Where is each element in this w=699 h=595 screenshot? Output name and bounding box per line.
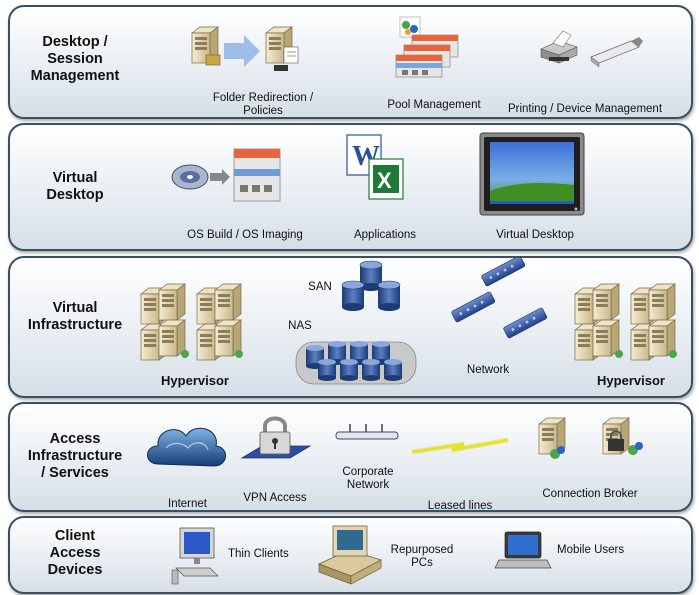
pool-management-windows-icon xyxy=(395,16,459,78)
san-item: SAN xyxy=(300,260,430,318)
item-label: Connection Broker xyxy=(542,488,638,500)
hypervisor-item-left: Hypervisor xyxy=(135,280,255,392)
item-label: NAS xyxy=(288,320,312,332)
san-storage-icon xyxy=(341,260,401,311)
item-label: Virtual Desktop xyxy=(496,229,574,241)
monitor-desktop-icon xyxy=(479,132,585,216)
broker-servers-icon xyxy=(538,417,643,459)
folder-redirection-item: Folder Redirection / Policies xyxy=(178,17,338,117)
leased-lines-item: Leased lines xyxy=(410,426,510,510)
printer-usb-icon xyxy=(540,30,643,68)
padlock-icon xyxy=(240,416,312,459)
band-title: Access Infrastructure / Services xyxy=(27,431,123,481)
band-title: Virtual Desktop xyxy=(46,170,104,203)
thin-clients-item: Thin Clients xyxy=(170,524,320,588)
cloud-icon xyxy=(147,427,226,467)
internet-item: Internet xyxy=(140,418,235,510)
item-label: Hypervisor xyxy=(597,373,665,388)
band-virtual-desktop: Virtual Desktop OS Build / OS Imaging W … xyxy=(8,123,693,251)
applications-item: W X Applications xyxy=(335,133,435,245)
item-label: OS Build / OS Imaging xyxy=(187,229,303,241)
folder-redirection-servers-icon xyxy=(191,26,299,71)
laptop-icon xyxy=(494,531,552,569)
item-label: SAN xyxy=(308,281,332,293)
server-rack-icon xyxy=(574,283,677,361)
band-access-infrastructure: Access Infrastructure / Services Interne… xyxy=(8,402,693,512)
desktop-pc-icon xyxy=(317,525,383,585)
lightning-icon xyxy=(411,437,509,455)
corporate-network-item: Corporate Network xyxy=(328,420,408,508)
repurposed-pcs-item: Repurposed PCs xyxy=(315,522,485,588)
band-title: Client Access Devices xyxy=(47,528,103,578)
item-label: Hypervisor xyxy=(161,373,229,388)
item-label: Internet xyxy=(168,498,207,510)
office-apps-icon: W X xyxy=(346,134,404,200)
item-label: Folder Redirection / Policies xyxy=(212,92,314,117)
nas-item: NAS xyxy=(280,316,430,388)
vpn-access-item: VPN Access xyxy=(230,412,320,508)
item-label: Thin Clients xyxy=(228,548,289,560)
item-label: VPN Access xyxy=(243,492,307,504)
band-title: Virtual Infrastructure xyxy=(27,300,123,333)
band-virtual-infrastructure: Virtual Infrastructure Hypervisor SAN NA… xyxy=(8,256,693,398)
item-label: Printing / Device Management xyxy=(507,103,663,115)
disc-imaging-icon xyxy=(171,148,281,202)
band-title: Desktop / Session Management xyxy=(30,34,120,84)
item-label: Mobile Users xyxy=(557,544,625,556)
mobile-users-item: Mobile Users xyxy=(494,530,655,588)
nas-storage-icon xyxy=(295,341,417,385)
connection-broker-item: Connection Broker xyxy=(525,410,655,508)
item-label: Applications xyxy=(353,229,416,241)
item-label: Corporate Network xyxy=(342,466,394,491)
printing-device-item: Printing / Device Management xyxy=(495,17,675,115)
item-label: Pool Management xyxy=(387,99,481,111)
hypervisor-item-right: Hypervisor xyxy=(574,280,687,392)
virtual-desktop-item: Virtual Desktop xyxy=(470,131,600,245)
server-rack-icon xyxy=(140,283,243,361)
item-label: Leased lines xyxy=(427,500,493,512)
item-label: Network xyxy=(466,364,510,376)
network-item: Network xyxy=(440,258,560,382)
band-client-access-devices: Client Access Devices Thin Clients Repur… xyxy=(8,516,693,594)
os-imaging-item: OS Build / OS Imaging xyxy=(165,135,325,245)
svg-text:X: X xyxy=(377,168,392,193)
band-desktop-session-management: Desktop / Session Management Folder Redi… xyxy=(8,5,693,119)
item-label: Repurposed PCs xyxy=(390,544,454,569)
network-switch-icon xyxy=(451,258,548,339)
network-bus-icon xyxy=(335,424,399,440)
thin-client-icon xyxy=(171,527,219,585)
pool-management-item: Pool Management xyxy=(380,13,490,111)
